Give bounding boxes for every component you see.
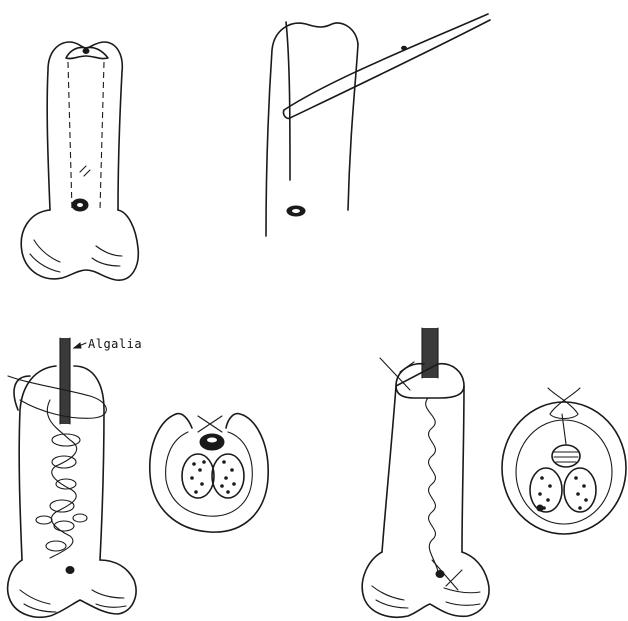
panel-penis-incision xyxy=(266,14,490,236)
panel-cross-section-first xyxy=(150,414,268,533)
panel-urethral-suture-with-catheter xyxy=(8,338,136,617)
catheter-label: Algalia xyxy=(88,337,142,351)
panel-cross-section-closed xyxy=(502,388,626,534)
suture-loops xyxy=(36,434,87,551)
panel-penis-dorsal-view xyxy=(21,42,138,280)
panel-closed-suture-with-catheter xyxy=(362,328,489,617)
corpora-dots-closed xyxy=(539,477,588,510)
